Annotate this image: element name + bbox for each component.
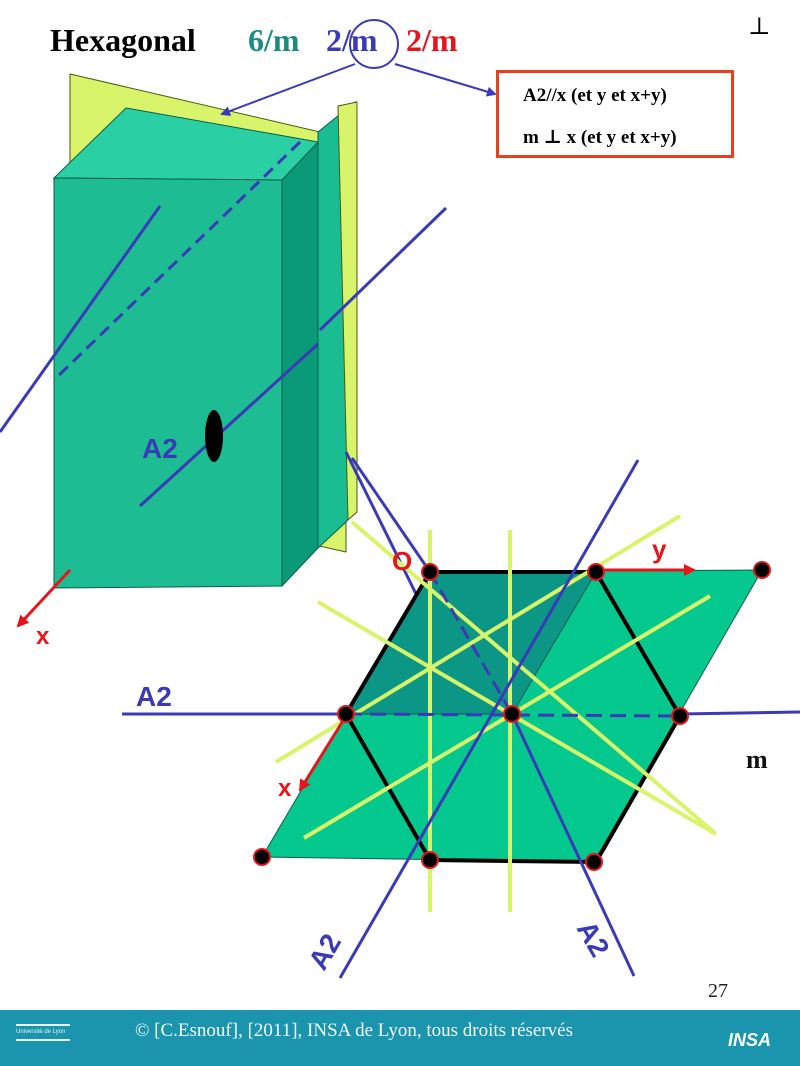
note-line-a2: A2//x (et y et x+y) bbox=[523, 85, 667, 106]
block-a2-axis-exit bbox=[344, 451, 422, 603]
block-side bbox=[281, 140, 319, 588]
footer-bar: Université de Lyon © [C.Esnouf], [2011],… bbox=[0, 1010, 800, 1066]
a2-axes bbox=[122, 457, 800, 979]
label-a2-left: A2 bbox=[136, 681, 172, 712]
perp-symbol: ⊥ bbox=[748, 14, 771, 40]
pointer-to-plane bbox=[220, 63, 356, 116]
insa-logo: INSA bbox=[728, 1030, 772, 1050]
page-number: 27 bbox=[708, 980, 728, 1002]
title-2m-red: 2/m bbox=[406, 22, 458, 58]
label-y: y bbox=[652, 534, 667, 564]
title-system: Hexagonal bbox=[50, 22, 196, 58]
block-a2-axis-outer-lower bbox=[0, 205, 162, 433]
label-a2-block: A2 bbox=[142, 433, 178, 464]
label-x-hex: x bbox=[278, 775, 292, 802]
twofold-symbol bbox=[205, 410, 223, 462]
label-x-block: x bbox=[36, 623, 50, 650]
copyright-text: © [C.Esnouf], [2011], INSA de Lyon, tous… bbox=[135, 1020, 574, 1041]
block-a2-axis-outer-upper bbox=[318, 206, 448, 332]
universite-lyon-logo: Université de Lyon bbox=[16, 1022, 80, 1052]
label-origin: O bbox=[392, 546, 412, 576]
highlight-circle bbox=[349, 19, 399, 69]
block-front bbox=[53, 177, 283, 589]
pointer-to-box bbox=[394, 63, 497, 97]
block-a2-axis-solid bbox=[138, 342, 320, 508]
lattice-nodes bbox=[253, 561, 771, 871]
label-m: m bbox=[746, 745, 768, 774]
note-line-m: m ⊥ x (et y et x+y) bbox=[523, 127, 677, 148]
block-a2-axis-dash bbox=[52, 140, 302, 382]
x-axis-arrow bbox=[298, 715, 348, 792]
block-x-arrow bbox=[16, 568, 72, 628]
label-a2-bottom-left: A2 bbox=[302, 928, 347, 975]
symmetry-note-box: A2//x (et y et x+y) m ⊥ x (et y et x+y) bbox=[496, 70, 734, 158]
title-6m: 6/m bbox=[248, 22, 300, 58]
